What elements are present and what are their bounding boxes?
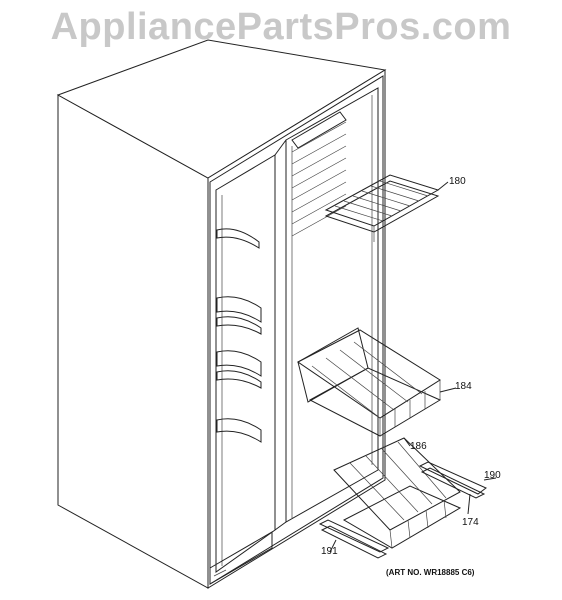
callout-180: 180 bbox=[449, 176, 466, 187]
callout-191: 191 bbox=[321, 546, 338, 557]
slide-rail-191 bbox=[318, 519, 390, 559]
slide-rail-190 bbox=[418, 461, 497, 515]
callout-174: 174 bbox=[462, 517, 479, 528]
wire-basket-184 bbox=[297, 327, 457, 437]
freezer-shelf-rails bbox=[291, 111, 347, 237]
art-number: (ART NO. WR18885 C6) bbox=[386, 568, 475, 577]
kick-plate bbox=[209, 531, 273, 585]
fresh-food-door-shelves bbox=[216, 228, 262, 443]
callout-184: 184 bbox=[455, 381, 472, 392]
callout-186: 186 bbox=[410, 441, 427, 452]
callout-190: 190 bbox=[484, 470, 501, 481]
wire-shelf-180 bbox=[324, 174, 449, 242]
watermark: AppliancePartsPros.com bbox=[50, 6, 512, 48]
wire-basket-186 bbox=[333, 437, 462, 549]
